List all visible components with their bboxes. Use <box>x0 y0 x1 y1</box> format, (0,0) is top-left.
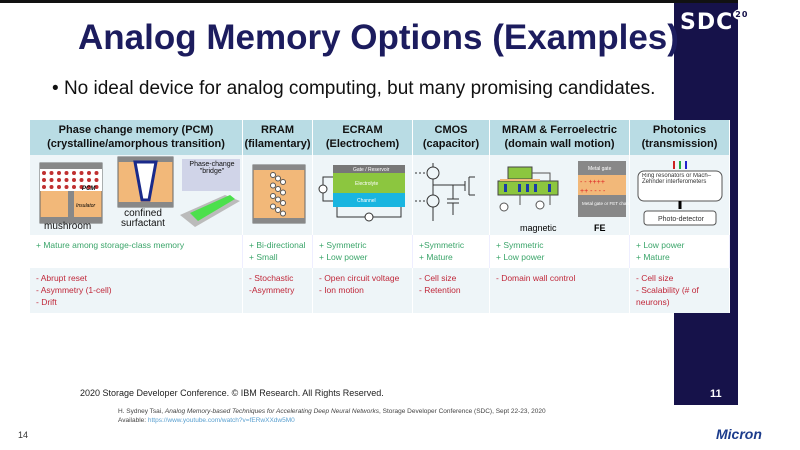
micron-logo: Micron <box>716 426 762 442</box>
con-item: - Stochastic <box>249 273 294 283</box>
pro-item: + Mature <box>419 252 453 262</box>
device-diagram <box>243 155 313 235</box>
pros-cell: + Low power + Mature <box>630 235 730 268</box>
cons-cell: - Domain wall control <box>490 268 630 313</box>
pro-item: + Low power <box>319 252 368 262</box>
svg-text:Photo-detector: Photo-detector <box>658 216 705 223</box>
cons-cell: - Cell size - Scalability (# of neurons) <box>630 268 730 313</box>
cons-cell: - Open circuit voltage - Ion motion <box>313 268 413 313</box>
svg-text:Electrolyte: Electrolyte <box>355 181 379 187</box>
cons-cell: - Abrupt reset - Asymmetry (1-cell) - Drif… <box>30 268 243 313</box>
con-item: - Cell size <box>636 273 674 283</box>
copyright: 2020 Storage Developer Conference. © IBM… <box>80 388 384 398</box>
con-item: - Cell size <box>419 273 457 283</box>
pros-cell: +Symmetric + Mature <box>413 235 490 268</box>
svg-text:FE: FE <box>594 223 606 233</box>
pro-item: +Symmetric <box>419 240 465 250</box>
page-number: 14 <box>18 430 29 440</box>
device-diagram: magnetic Metal gate - - ++++ ++ - - - - Meta… <box>490 155 635 235</box>
pros-cell: + Mature among storage-class memory <box>30 235 243 268</box>
pro-item: + Bi-directional <box>249 240 306 250</box>
svg-text:Metal gate or FET channel: Metal gate or FET channel <box>582 201 630 206</box>
citation: H. Sydney Tsai, Analog Memory-based Tech… <box>118 408 546 424</box>
cons-cell: - Cell size - Retention <box>413 268 490 313</box>
slide-title: Analog Memory Options (Examples) <box>78 18 679 57</box>
pro-item: + Small <box>249 252 278 262</box>
bullet-text: • No ideal device for analog computing, … <box>52 78 656 99</box>
svg-text:++ - - - -: ++ - - - - <box>580 188 606 195</box>
svg-text:Gate / Reservoir: Gate / Reservoir <box>353 167 390 173</box>
pro-item: + Low power <box>496 252 545 262</box>
pro-item: + Symmetric <box>496 240 544 250</box>
device-diagram <box>413 155 490 235</box>
svg-text:- - ++++: - - ++++ <box>580 179 605 186</box>
column-header: CMOS(capacitor) <box>413 120 490 155</box>
pros-cell: + Symmetric + Low power <box>313 235 413 268</box>
con-item: - Scalability (# of neurons) <box>636 285 699 307</box>
con-item: - Abrupt reset <box>36 273 88 283</box>
pro-item: + Mature among storage-class memory <box>36 240 185 250</box>
con-item: - Retention <box>419 285 461 295</box>
cons-cell: - Stochastic -Asymmetry <box>243 268 313 313</box>
svg-text:PCM: PCM <box>82 186 96 192</box>
svg-text:magnetic: magnetic <box>520 223 557 233</box>
pro-item: + Mature <box>636 252 670 262</box>
con-item: -Asymmetry <box>249 285 295 295</box>
svg-text:Insulator: Insulator <box>76 203 96 209</box>
top-rule <box>0 0 738 3</box>
con-item: - Domain wall control <box>496 273 576 283</box>
svg-text:Metal gate: Metal gate <box>588 166 612 172</box>
pro-item: + Low power <box>636 240 685 250</box>
sdc-slide-number: 11 <box>710 388 722 400</box>
con-item: - Open circuit voltage <box>319 273 400 283</box>
video-link[interactable]: https://www.youtube.com/watch?v=fERwXXdw… <box>147 417 295 424</box>
column-header: Photonics(transmission) <box>630 120 730 155</box>
pro-item: + Symmetric <box>319 240 367 250</box>
con-item: - Asymmetry (1-cell) <box>36 285 112 295</box>
column-header: MRAM & Ferroelectric(domain wall motion) <box>490 120 630 155</box>
pros-cell: + Bi-directional + Small <box>243 235 313 268</box>
comparison-table: Phase change memory (PCM)(crystalline/am… <box>30 120 730 313</box>
column-header: Phase change memory (PCM)(crystalline/am… <box>30 120 243 155</box>
device-diagram: Ring resonators or Mach–Zehnder interfer… <box>630 155 730 235</box>
pros-cell: + Symmetric + Low power <box>490 235 630 268</box>
con-item: - Ion motion <box>319 285 364 295</box>
column-header: RRAM(filamentary) <box>243 120 313 155</box>
column-header: ECRAM(Electrochem) <box>313 120 413 155</box>
svg-text:Channel: Channel <box>357 198 376 204</box>
con-item: - Drift <box>36 297 57 307</box>
